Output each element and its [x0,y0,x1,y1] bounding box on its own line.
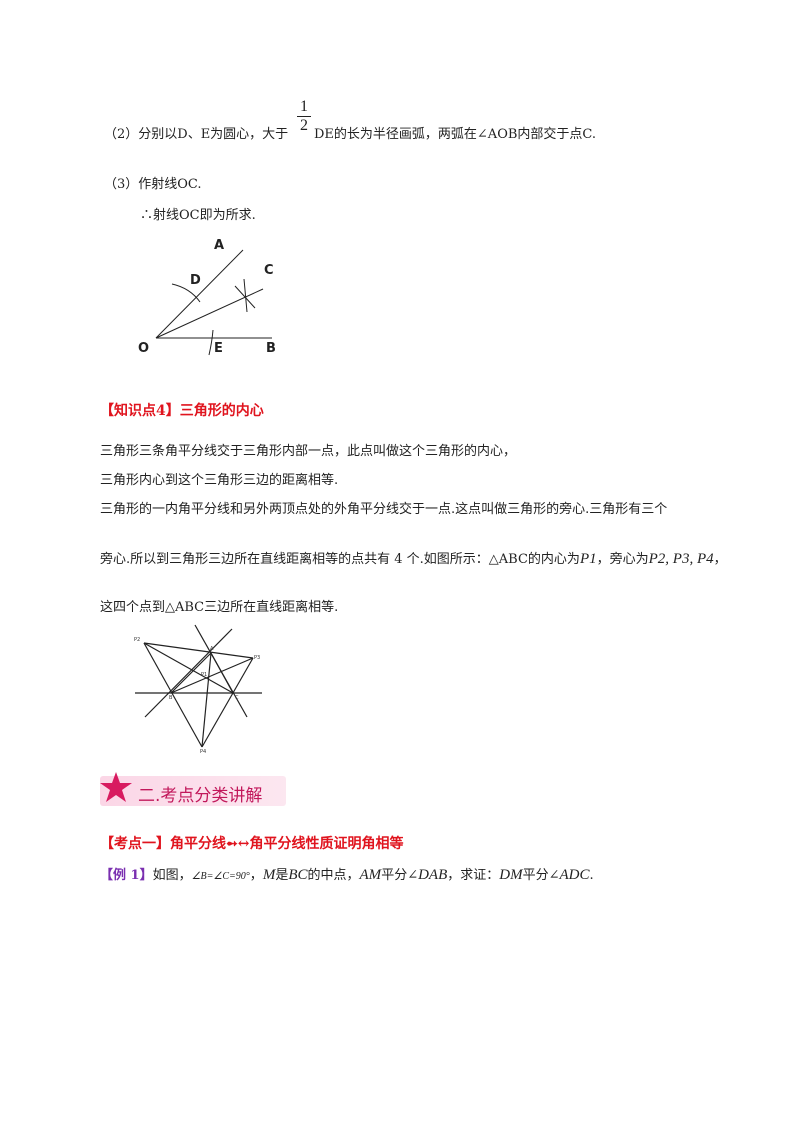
banner-text: 二.考点分类讲解 [138,786,263,806]
example-text: 的中点， [307,868,360,883]
example-label: 【例 1】 [100,868,153,883]
label-b: B [266,341,276,356]
example1: 【例 1】如图，∠B=∠C=90°，M是BC的中点，AM平分∠DAB，求证：DM… [100,864,594,884]
conclusion: ∴射线OC即为所求. [140,208,256,223]
incenter-figure [135,624,262,748]
math-am: AM [359,867,382,883]
label-e: E [214,341,223,356]
section4-p3-mid: ，旁心为 [596,552,649,567]
line-p3p4 [201,657,254,748]
label-p2: P2 [134,637,140,643]
section4-title: 【知识点4】三角形的内心 [100,403,264,419]
section4-p2: 三角形内心到这个三角形三边的距离相等. [100,473,339,488]
math-dab: DAB [418,867,448,883]
label-p1: P1 [201,672,207,678]
star-icon [100,772,132,802]
section4-p3b-line: 旁心.所以到三角形三边所在直线距离相等的点共有 4 个.如图所示：△ABC的内心… [100,548,727,568]
example-text: ， [249,868,263,883]
label-c: C [264,263,274,278]
label-p4: P4 [200,749,206,755]
example-text: 如图， [152,868,192,883]
ray-oc [155,288,264,339]
step2-prefix: （2）分别以D、E为圆心，大于 [104,127,289,142]
line-p3b [170,657,254,694]
section4-p1: 三角形三条角平分线交于三角形内部一点，此点叫做这个三角形的内心， [100,444,517,459]
math-bc: BC [288,867,308,883]
arc-c1 [243,278,248,313]
example-text: ，求证： [447,868,500,883]
example-text: 平分∠ [522,868,560,883]
step2-suffix: DE的长为半径画弧，两弧在∠AOB内部交于点C. [314,127,597,142]
line-ap4 [201,652,212,748]
arc-e [208,329,214,356]
frac-numerator: 1 [297,98,311,117]
label-b: B [169,695,173,701]
frac-denominator: 2 [300,117,308,134]
line-p2p3 [143,642,254,659]
section-banner: 二.考点分类讲解 [100,772,286,806]
example-condition: ∠B=∠C=90° [191,871,250,882]
section4-p3a: 三角形的一内角平分线和另外两顶点处的外角平分线交于一点.这点叫做三角形的旁心.三… [100,502,668,517]
example-text: . [589,868,594,883]
section4-p3b: 旁心.所以到三角形三边所在直线距离相等的点共有 4 个.如图所示：△ABC的内心… [100,552,580,567]
line-p2p4 [143,642,203,748]
bisector-b [144,628,233,718]
ray-oa [155,249,244,339]
fraction-half: 1 2 [297,98,311,135]
label-o: O [138,341,150,356]
line-p2c [143,642,234,694]
label-a: A [214,238,225,253]
math-m: M [262,867,276,883]
example-text: 是 [275,868,289,883]
label-d: D [190,273,201,288]
label-p3: P3 [254,655,260,661]
math-dm: DM [499,867,523,883]
section4-p4: 这四个点到△ABC三边所在直线距离相等. [100,600,339,615]
side-ab [170,652,212,694]
angle-bisector-figure [155,249,272,356]
arc-c2 [234,285,256,309]
section4-p3-end: ， [713,552,727,567]
math-adc: ADC [559,867,590,883]
side-ac [210,652,234,694]
step3: （3）作射线OC. [104,177,202,192]
label-a: A [210,646,214,652]
kaodian1-title: 【考点一】角平分线➻↔角平分线性质证明角相等 [100,836,404,852]
arc-d [171,283,201,303]
label-c: C [235,695,239,701]
example-text: 平分∠ [381,868,419,883]
excenter-symbols: P2, P3, P4 [648,551,714,567]
incenter-symbol: P1 [579,551,597,567]
